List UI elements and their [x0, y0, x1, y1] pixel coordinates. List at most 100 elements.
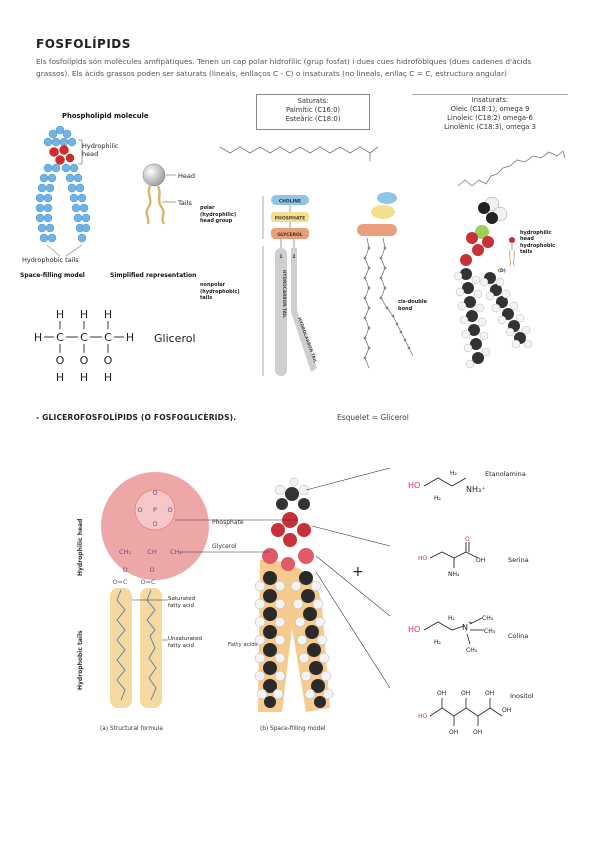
ball-stick-diagram [357, 192, 414, 369]
inositol-structure: HO OH OH OH OH OH OH [418, 690, 511, 736]
saturats-box: Saturats: Palmític (C16:0) Esteàric (C18… [256, 94, 370, 130]
unsaturated-label: Unsaturated fatty acid [168, 636, 203, 649]
insaturats-line2: Linoleic (C18:2) omega-6 [447, 114, 533, 122]
svg-text:OH: OH [473, 729, 482, 736]
glicerol-h6: H [56, 371, 64, 384]
svg-text:O: O [122, 566, 127, 574]
saturats-line2: Esteàric (C18:0) [285, 115, 341, 123]
svg-text:OH: OH [461, 690, 470, 697]
glicerol-h8: H [104, 371, 112, 384]
svg-text:NH₃⁺: NH₃⁺ [466, 485, 485, 494]
phospholipid-fig-title: Phospholipid molecule [62, 112, 149, 120]
svg-text:P: P [153, 506, 157, 514]
chain-1-label: 1 [279, 254, 282, 260]
svg-text:HO: HO [418, 713, 428, 720]
svg-text:O: O [465, 536, 470, 543]
hydrophobic-tails-vertical: Hydrophobic tails [77, 630, 84, 690]
svg-text:OH: OH [449, 729, 458, 736]
hydrophilic-head-vertical: Hydrophilic head [77, 519, 84, 576]
d-label: (D) [498, 268, 506, 274]
svg-text:O: O [152, 489, 157, 497]
svg-text:OH: OH [502, 707, 511, 714]
svg-text:O: O [167, 506, 172, 514]
saturats-line1: Palmític (C16:0) [285, 106, 341, 114]
etanolamina-label: Etanolamina [485, 470, 526, 478]
structural-formula-caption: (a) Structural formula [100, 726, 163, 732]
phosphate-callout: Phosphate [212, 519, 244, 526]
glicerol-h3: H [104, 308, 112, 321]
colina-structure: HO H₂ H₂ N + CH₃ CH₃ CH₃ [408, 615, 496, 654]
svg-text:CH₃: CH₃ [484, 628, 496, 635]
saturated-label: Saturated fatty acid [168, 596, 196, 609]
inositol-label: Inositol [510, 692, 534, 700]
head-label: Head [178, 172, 195, 180]
svg-text:H₂: H₂ [448, 615, 456, 622]
hydrocarbon-tail-1: HYDROCARBON TAIL [282, 270, 287, 318]
glicerol-label: Glicerol [154, 332, 196, 345]
glicerol-h4: H [34, 331, 42, 344]
svg-text:H₂: H₂ [450, 470, 458, 477]
svg-text:CH₂: CH₂ [119, 548, 131, 556]
choline-fig-hydrophilic-head: hydrophilic head [520, 230, 552, 242]
glicerol-o2: O [80, 354, 89, 367]
insaturats-line1: Oleic (C18:1), omega 9 [450, 105, 530, 113]
hydrophilic-head-label: Hydrophilic head [82, 142, 119, 158]
colina-label: Colina [508, 632, 529, 640]
svg-text:CH₂: CH₂ [170, 548, 182, 556]
glycerol-callout: Glycerol [212, 543, 237, 550]
svg-text:HO: HO [408, 481, 420, 490]
tails-label: Tails [178, 199, 192, 207]
space-filling-d-figure: (D) [453, 196, 533, 369]
svg-text:CH: CH [147, 548, 157, 556]
glycerol-label: GLYCEROL [277, 232, 303, 238]
svg-text:O=C: O=C [112, 578, 128, 586]
svg-text:CH₃: CH₃ [482, 615, 494, 622]
simplified-label: Simplified representation [110, 272, 197, 279]
serina-structure: HO O OH NH₂ [418, 536, 485, 578]
polar-head-label: polar (hydrophilic) head group [200, 205, 237, 224]
glicerol-h5: H [126, 331, 134, 344]
svg-text:OH: OH [437, 690, 446, 697]
page-title: FOSFOLÍPIDS [36, 37, 131, 51]
glicerol-h2: H [80, 308, 88, 321]
insaturats-title: Insaturats: [471, 96, 509, 104]
svg-text:O: O [137, 506, 142, 514]
etanolamina-structure: HO H₂ H₂ NH₃⁺ [408, 470, 485, 502]
svg-text:O: O [152, 520, 157, 528]
svg-text:HO: HO [418, 555, 428, 562]
space-filling-caption: (b) Space-filling model [260, 726, 326, 732]
choline-label: CHOLINE [279, 199, 301, 205]
glicerol-c3: C [104, 331, 112, 344]
palmitic-skeleton [219, 146, 379, 161]
svg-text:+: + [468, 620, 472, 626]
glicerol-structure: H H H H C C C H O O O H H H [34, 308, 134, 384]
svg-text:OH: OH [476, 557, 485, 564]
glicerol-c2: C [80, 331, 88, 344]
glicerol-h1: H [56, 308, 64, 321]
insaturats-line3: Linolènic (C18:3), omega 3 [444, 123, 536, 131]
section-glicerofosfolipids-title: - GLICEROFOSFOLÍPIDS (O FOSFOGLICÈRIDS). [36, 413, 237, 422]
svg-text:H₂: H₂ [434, 495, 442, 502]
plus-sign: + [352, 564, 364, 580]
glicerol-o1: O [56, 354, 65, 367]
svg-text:H₂: H₂ [434, 639, 442, 646]
insaturats-box: Insaturats: Oleic (C18:1), omega 9 Linol… [412, 94, 568, 132]
cis-double-bond-label: cis-double bond [398, 299, 427, 312]
glicerol-o3: O [104, 354, 113, 367]
linolenic-skeleton [457, 150, 566, 187]
nonpolar-tails-label: nonpolar (hydrophobic) tails [200, 282, 240, 301]
svg-text:CH₃: CH₃ [466, 647, 478, 654]
svg-text:O: O [149, 566, 154, 574]
serina-label: Serina [508, 556, 529, 564]
space-filling-model-figure [35, 125, 91, 257]
hydrophobic-tails-label: Hydrophobic tails [22, 256, 79, 264]
phosphate-label: PHOSPHATE [275, 216, 305, 222]
chain-2-label: 2 [292, 254, 295, 260]
choline-fig-hydrophobic-tails: hydrophobic tails [520, 243, 556, 255]
simplified-representation [142, 163, 176, 225]
intro-paragraph: Els fosfolípids són molècules amfipàtiqu… [36, 57, 532, 78]
fatty-acids-label: Fatty acids [228, 642, 258, 648]
glicerol-h7: H [80, 371, 88, 384]
esquelet-label: Esquelet = Glicerol [337, 413, 409, 422]
